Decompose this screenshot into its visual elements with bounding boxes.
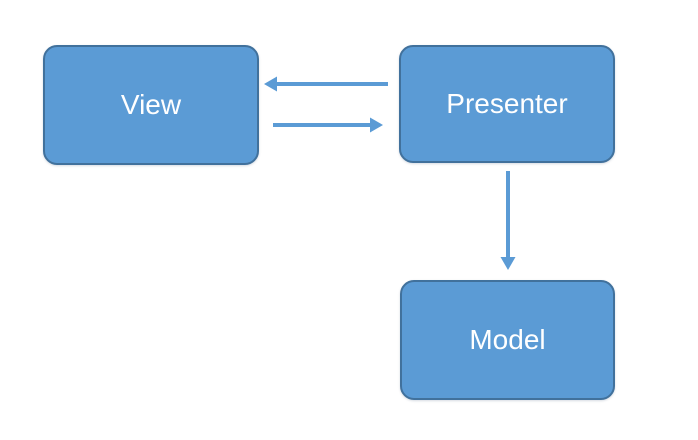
arrow-presenter-to-view [264,76,388,92]
arrow-presenter-to-model [500,171,516,270]
node-model-label: Model [469,324,546,355]
node-view: View [43,45,259,165]
node-view-label: View [120,89,182,120]
node-presenter-label: Presenter [446,88,568,119]
arrow-view-to-presenter [273,117,383,133]
node-presenter: Presenter [399,45,615,163]
node-model: Model [400,280,615,400]
